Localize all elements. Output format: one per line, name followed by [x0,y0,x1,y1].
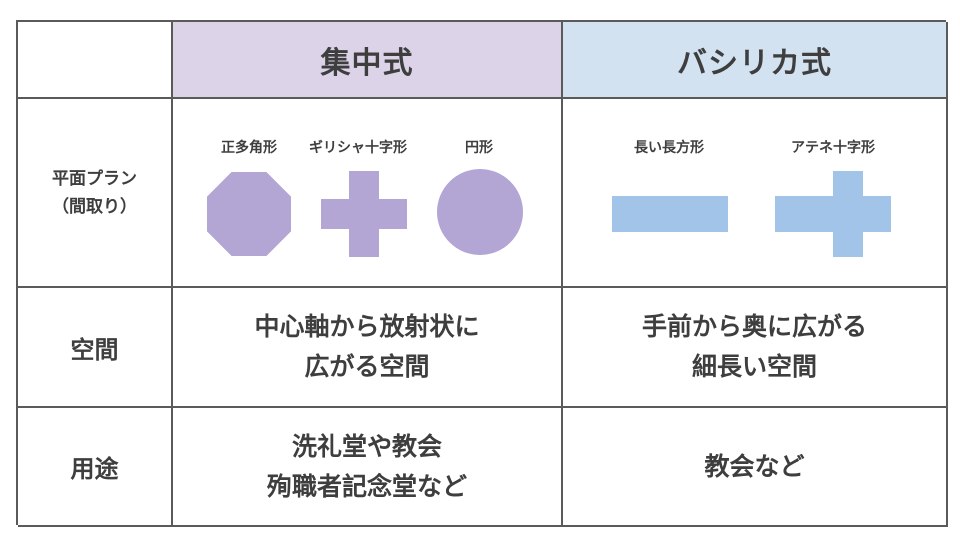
use-row-label: 用途 [70,455,119,483]
space-centralized-line1: 中心軸から放射状に [254,312,480,341]
use-row-label-cell: 用途 [18,408,173,527]
octagon-caption: 正多角形 [221,140,277,156]
space-basilica-line2: 細長い空間 [691,352,817,381]
space-basilica-cell: 手前から奥に広がる 細長い空間 [563,288,948,408]
plan-row-label-line2: （間取り） [52,196,137,217]
greek-cross-icon [321,171,407,257]
space-basilica-line1: 手前から奥に広がる [641,312,867,341]
header-centralized-label: 集中式 [320,45,414,81]
plan-row-label-line1: 平面プラン [52,168,137,189]
circle-icon [437,169,523,255]
circle-caption: 円形 [465,140,493,156]
space-basilica-text: 手前から奥に広がる 細長い空間 [642,307,867,387]
header-corner-cell [18,22,173,99]
latin-cross-caption: アテネ十字形 [791,140,875,156]
octagon-icon [207,172,291,256]
use-basilica-text: 教会など [704,447,804,487]
long-rectangle-icon [612,196,728,232]
use-basilica-line1: 教会など [704,451,805,481]
plan-centralized-cell: 正多角形 ギリシャ十字形 円形 [173,99,563,288]
use-basilica-cell: 教会など [563,408,948,527]
greek-cross-caption: ギリシャ十字形 [309,140,407,156]
space-centralized-cell: 中心軸から放射状に 広がる空間 [173,288,563,408]
plan-basilica-cell: 長い長方形 アテネ十字形 [563,99,948,288]
use-centralized-text: 洗礼堂や教会 殉職者記念堂など [267,427,467,507]
header-centralized-cell: 集中式 [173,22,563,99]
space-centralized-text: 中心軸から放射状に 広がる空間 [254,307,479,387]
space-row-label-cell: 空間 [18,288,173,408]
latin-cross-icon [775,171,891,257]
use-centralized-cell: 洗礼堂や教会 殉職者記念堂など [173,408,563,527]
plan-row-label: 平面プラン （間取り） [52,165,137,221]
header-basilica-label: バシリカ式 [677,45,832,81]
plan-row-label-cell: 平面プラン （間取り） [18,99,173,288]
long-rectangle-caption: 長い長方形 [634,140,704,156]
header-basilica-cell: バシリカ式 [563,22,948,99]
space-row-label: 空間 [70,335,119,364]
comparison-table: 集中式 バシリカ式 平面プラン （間取り） 正多角形 ギリシャ十字形 円形 長い… [16,20,948,527]
use-centralized-line2: 殉職者記念堂など [266,471,467,501]
use-centralized-line1: 洗礼堂や教会 [291,431,442,461]
space-centralized-line2: 広がる空間 [304,352,430,381]
